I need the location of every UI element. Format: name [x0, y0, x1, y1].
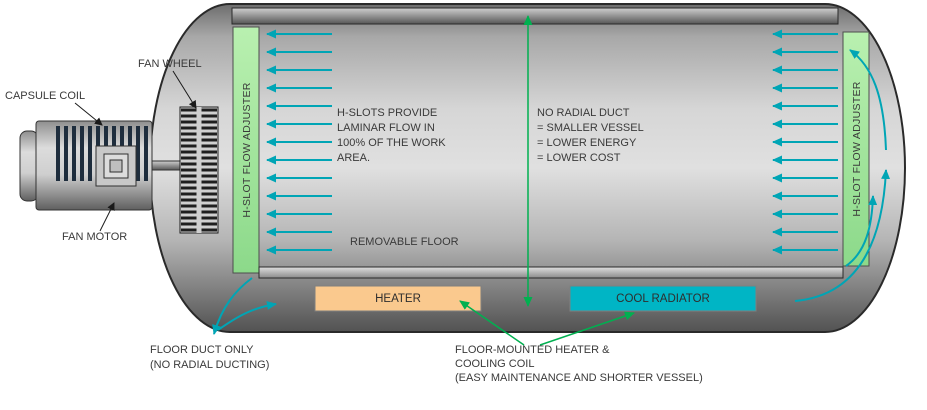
flow-arrow: [849, 49, 887, 151]
motor-junction-box-core: [109, 159, 123, 173]
heater-label: HEATER: [375, 293, 421, 305]
flow-arrow: [794, 169, 891, 302]
floor-mounted-label-line: (EASY MAINTENANCE AND SHORTER VESSEL): [455, 372, 703, 384]
capsule-coil-label: CAPSULE COIL: [5, 90, 85, 102]
heater-pointer-arrow: [459, 300, 525, 346]
fan-motor-assembly: [19, 106, 219, 234]
fan-motor-leader: [99, 202, 115, 232]
removable-floor-label: REMOVABLE FLOOR: [350, 236, 459, 248]
radiator-pointer-arrow: [539, 311, 635, 346]
laminar-note: H-SLOTS PROVIDE LAMINAR FLOW IN 100% OF …: [337, 107, 446, 164]
right-cap-flow-arrows: [794, 49, 891, 302]
radiator-box: COOL RADIATOR: [569, 285, 757, 312]
heater-box: HEATER: [314, 285, 482, 312]
no-radial-duct-note: NO RADIAL DUCT = SMALLER VESSEL = LOWER …: [537, 107, 644, 164]
laminar-note-line: H-SLOTS PROVIDE: [337, 107, 437, 119]
fan-motor-label: FAN MOTOR: [62, 231, 127, 243]
floor-mounted-label-line: COOLING COIL: [455, 358, 534, 370]
right-flow-arrows: [772, 29, 838, 255]
fan-wheel-label: FAN WHEEL: [138, 58, 202, 70]
left-flow-adjuster-label: H-SLOT FLOW ADJUSTER: [241, 82, 253, 217]
flow-arrow: [212, 277, 253, 335]
floor-duct-label-line: FLOOR DUCT ONLY: [150, 344, 254, 356]
right-flow-adjuster-bar: [842, 31, 870, 267]
motor-end-cap: [19, 130, 39, 202]
fan-wheel-hub: [196, 107, 202, 233]
right-flow-adjuster: H-SLOT FLOW ADJUSTER: [842, 31, 870, 267]
radiator-label: COOL RADIATOR: [616, 293, 710, 305]
left-flow-adjuster-bar: [232, 26, 260, 274]
heater-rect: [314, 285, 482, 312]
removable-floor-panel: [258, 266, 844, 279]
capsule-coil-leader: [74, 102, 103, 126]
floor-mounted-label-line: FLOOR-MOUNTED HEATER &: [455, 344, 610, 356]
fan-wheel: [179, 106, 219, 234]
laminar-note-line: LAMINAR FLOW IN: [337, 122, 435, 134]
laminar-note-line: AREA.: [337, 152, 370, 164]
radiator-rect: [569, 285, 757, 312]
no-radial-note-line: = SMALLER VESSEL: [537, 122, 644, 134]
motor-shaft: [151, 160, 181, 171]
floor-duct-label: FLOOR DUCT ONLY (NO RADIAL DUCTING): [150, 344, 269, 371]
no-radial-note-line: = LOWER ENERGY: [537, 137, 637, 149]
flow-arrow: [845, 195, 878, 267]
no-radial-note-line: NO RADIAL DUCT: [537, 107, 630, 119]
label-leader-lines: [74, 70, 197, 232]
top-duct: [231, 7, 839, 25]
left-flow-adjuster: H-SLOT FLOW ADJUSTER: [232, 26, 260, 274]
floor-mounted-label: FLOOR-MOUNTED HEATER & COOLING COIL (EAS…: [455, 344, 703, 384]
left-flow-arrows: [266, 29, 332, 255]
floor-duct-label-line: (NO RADIAL DUCTING): [150, 359, 269, 371]
fan-wheel-leader: [172, 70, 197, 109]
no-radial-note-line: = LOWER COST: [537, 152, 621, 164]
bottom-left-flow-arrows: [212, 277, 277, 335]
laminar-note-line: 100% OF THE WORK: [337, 137, 446, 149]
right-flow-adjuster-label: H-SLOT FLOW ADJUSTER: [851, 81, 863, 216]
floor-mounted-pointers: [459, 300, 635, 346]
flow-arrow: [217, 301, 277, 331]
